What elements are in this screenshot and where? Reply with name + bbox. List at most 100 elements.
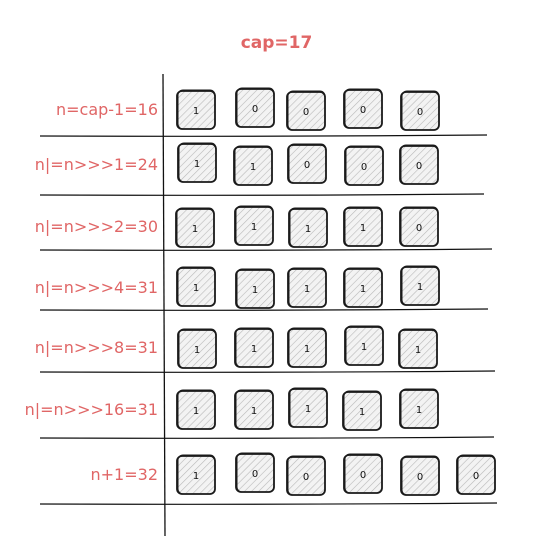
- bit-cell-outline: [344, 267, 383, 308]
- bit-cell: 1: [177, 142, 217, 183]
- row-label: n|=n>>>2=30: [34, 217, 158, 236]
- row-divider: [39, 308, 489, 311]
- bit-cell: 1: [234, 389, 274, 430]
- bit-cell: 1: [177, 328, 217, 369]
- bit-cell: 1: [398, 328, 438, 369]
- bit-cell-outline: [345, 145, 384, 186]
- bit-cell-outline: [235, 389, 274, 430]
- bit-cell: 0: [400, 90, 440, 131]
- bit-value: 1: [192, 224, 198, 235]
- bit-cell-outline: [235, 327, 274, 368]
- bit-cell: 0: [343, 453, 383, 494]
- bit-value: 1: [305, 224, 311, 235]
- bit-cell-outline: [178, 328, 217, 369]
- bit-cell-outline: [177, 454, 216, 495]
- bit-value: 1: [417, 282, 423, 293]
- bit-cell: 0: [235, 87, 275, 128]
- bit-value: 0: [417, 472, 423, 483]
- row-label: n|=n>>>8=31: [34, 338, 158, 357]
- bit-cell: 1: [400, 265, 440, 306]
- bit-cell-outline: [401, 455, 440, 496]
- bit-cell-outline: [344, 88, 383, 129]
- row-divider: [39, 370, 496, 373]
- row-divider: [39, 436, 495, 439]
- row-label: n|=n>>>16=31: [24, 400, 158, 419]
- bit-cell: 1: [176, 266, 216, 307]
- bit-cell-outline: [401, 265, 440, 306]
- bit-cell-outline: [236, 268, 275, 309]
- bit-cell-outline: [343, 390, 382, 431]
- bit-cell-outline: [236, 452, 275, 493]
- bit-cell: 1: [343, 206, 383, 247]
- bit-cell: 0: [399, 144, 439, 185]
- bit-value: 0: [360, 105, 366, 116]
- bit-cell-outline: [288, 143, 327, 184]
- bit-cell-outline: [400, 388, 439, 429]
- bit-value: 1: [250, 162, 256, 173]
- bit-value: 0: [416, 161, 422, 172]
- bit-value: 1: [193, 283, 199, 294]
- bit-cell: 1: [176, 89, 216, 130]
- bit-value: 0: [252, 469, 258, 480]
- bit-value: 0: [361, 162, 367, 173]
- bit-cell: 1: [176, 454, 216, 495]
- bit-cell-outline: [177, 89, 216, 130]
- bit-cell-outline: [177, 266, 216, 307]
- bit-value: 0: [416, 223, 422, 234]
- bit-cell: 1: [343, 267, 383, 308]
- bit-cell: 1: [235, 268, 275, 309]
- bit-cell-outline: [288, 267, 327, 308]
- bit-value: 1: [251, 344, 257, 355]
- bit-value: 1: [193, 406, 199, 417]
- bit-value: 1: [304, 344, 310, 355]
- bit-cell-outline: [178, 142, 217, 183]
- bit-cell: 1: [287, 327, 327, 368]
- bit-cell-outline: [399, 328, 438, 369]
- bit-value: 0: [252, 104, 258, 115]
- bit-value: 1: [194, 159, 200, 170]
- bit-value: 0: [303, 472, 309, 483]
- bit-cell: 0: [399, 206, 439, 247]
- bit-cell-outline: [177, 389, 216, 430]
- bit-cell-outline: [344, 206, 383, 247]
- bit-value: 0: [473, 471, 479, 482]
- bit-cell: 1: [399, 388, 439, 429]
- bit-cell: 1: [175, 207, 215, 248]
- bit-cell-outline: [289, 387, 328, 428]
- bit-cell-outline: [400, 206, 439, 247]
- bit-value: 1: [360, 284, 366, 295]
- bit-cell: 1: [234, 327, 274, 368]
- bit-value: 1: [194, 345, 200, 356]
- bit-cell-outline: [457, 454, 496, 495]
- bit-value: 1: [251, 406, 257, 417]
- bit-value: 1: [193, 106, 199, 117]
- row-label: n|=n>>>4=31: [34, 278, 158, 297]
- bit-cell: 0: [286, 455, 326, 496]
- bit-value: 1: [252, 285, 258, 296]
- bit-cell-outline: [287, 90, 326, 131]
- bit-value: 1: [415, 345, 421, 356]
- bit-cell-outline: [234, 145, 273, 186]
- bit-value: 1: [251, 222, 257, 233]
- bit-cell: 1: [288, 387, 328, 428]
- bit-value: 1: [361, 342, 367, 353]
- bit-cell-outline: [287, 455, 326, 496]
- row-label: n=cap-1=16: [55, 100, 158, 119]
- bit-cell-outline: [176, 207, 215, 248]
- bit-cell: 0: [286, 90, 326, 131]
- bit-value: 1: [416, 405, 422, 416]
- bit-cell-outline: [400, 144, 439, 185]
- row-label: n|=n>>>1=24: [34, 155, 158, 174]
- bit-cell: 0: [400, 455, 440, 496]
- bit-value: 0: [303, 107, 309, 118]
- bit-value: 0: [417, 107, 423, 118]
- bit-cell: 0: [343, 88, 383, 129]
- bit-cell: 1: [288, 207, 328, 248]
- bit-cell-outline: [236, 87, 275, 128]
- row-divider: [39, 193, 485, 196]
- bit-cell-outline: [345, 325, 384, 366]
- bit-cell-outline: [289, 207, 328, 248]
- row-divider: [39, 248, 493, 251]
